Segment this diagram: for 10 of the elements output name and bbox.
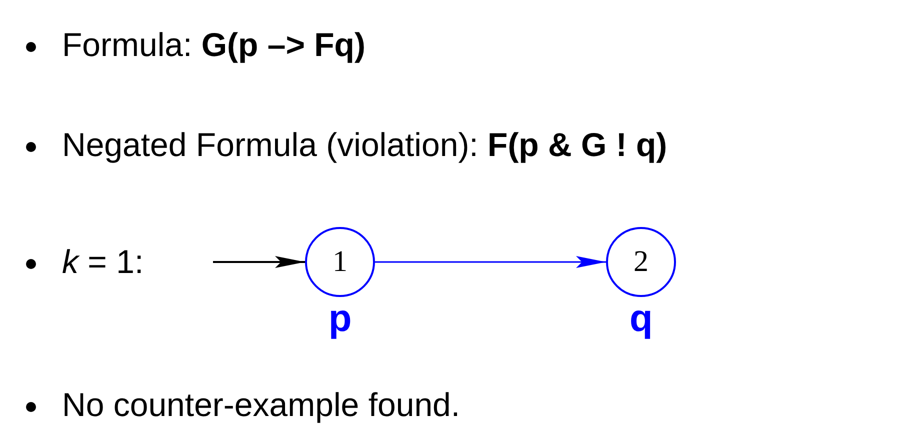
formula-text: Formula: G(p –> Fq) bbox=[62, 25, 366, 65]
state-label: p bbox=[328, 299, 352, 339]
state-label: q bbox=[630, 299, 653, 339]
state-circle: 2 bbox=[606, 227, 676, 297]
result-text: No counter-example found. bbox=[62, 385, 460, 425]
arrow bbox=[375, 256, 606, 268]
step-bound-text: k = 1: bbox=[62, 242, 144, 282]
arrow bbox=[213, 256, 305, 268]
negated-formula-text: Negated Formula (violation): F(p & G ! q) bbox=[62, 125, 668, 165]
state-circle: 1 bbox=[305, 227, 375, 297]
